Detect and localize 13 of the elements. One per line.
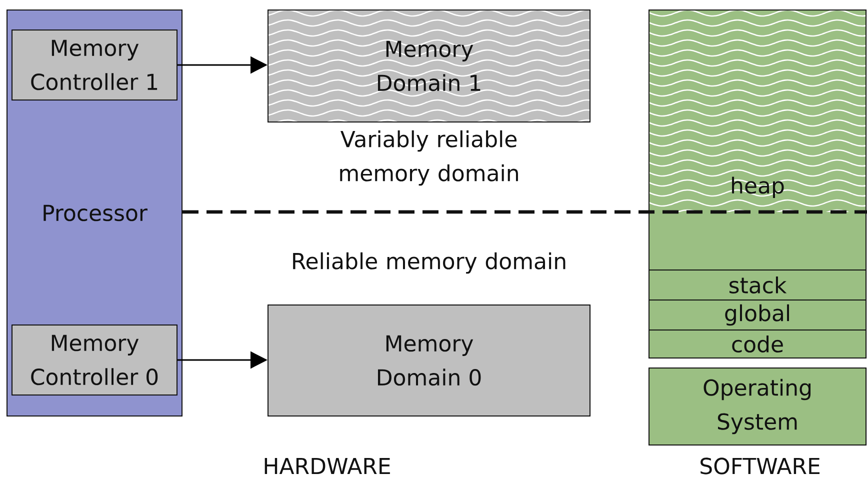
node-label: stack [729, 276, 787, 294]
node-label: global [725, 304, 790, 326]
code-segment: code [648, 330, 866, 358]
memory-domain-box: Memory Domain 1 [268, 10, 590, 122]
controller-box: Memory Controller 0 [12, 324, 178, 396]
controller-box: Memory Controller 1 [12, 30, 178, 100]
stack-segment: stack [648, 270, 866, 300]
memory-domain-box: Memory Domain 0 [268, 304, 590, 416]
os-box: Operating System [648, 368, 866, 446]
global-segment: global [648, 300, 866, 330]
region-label: Reliable memory domain [293, 252, 566, 274]
section-label: HARDWARE [264, 458, 390, 474]
node-label: code [732, 335, 783, 353]
